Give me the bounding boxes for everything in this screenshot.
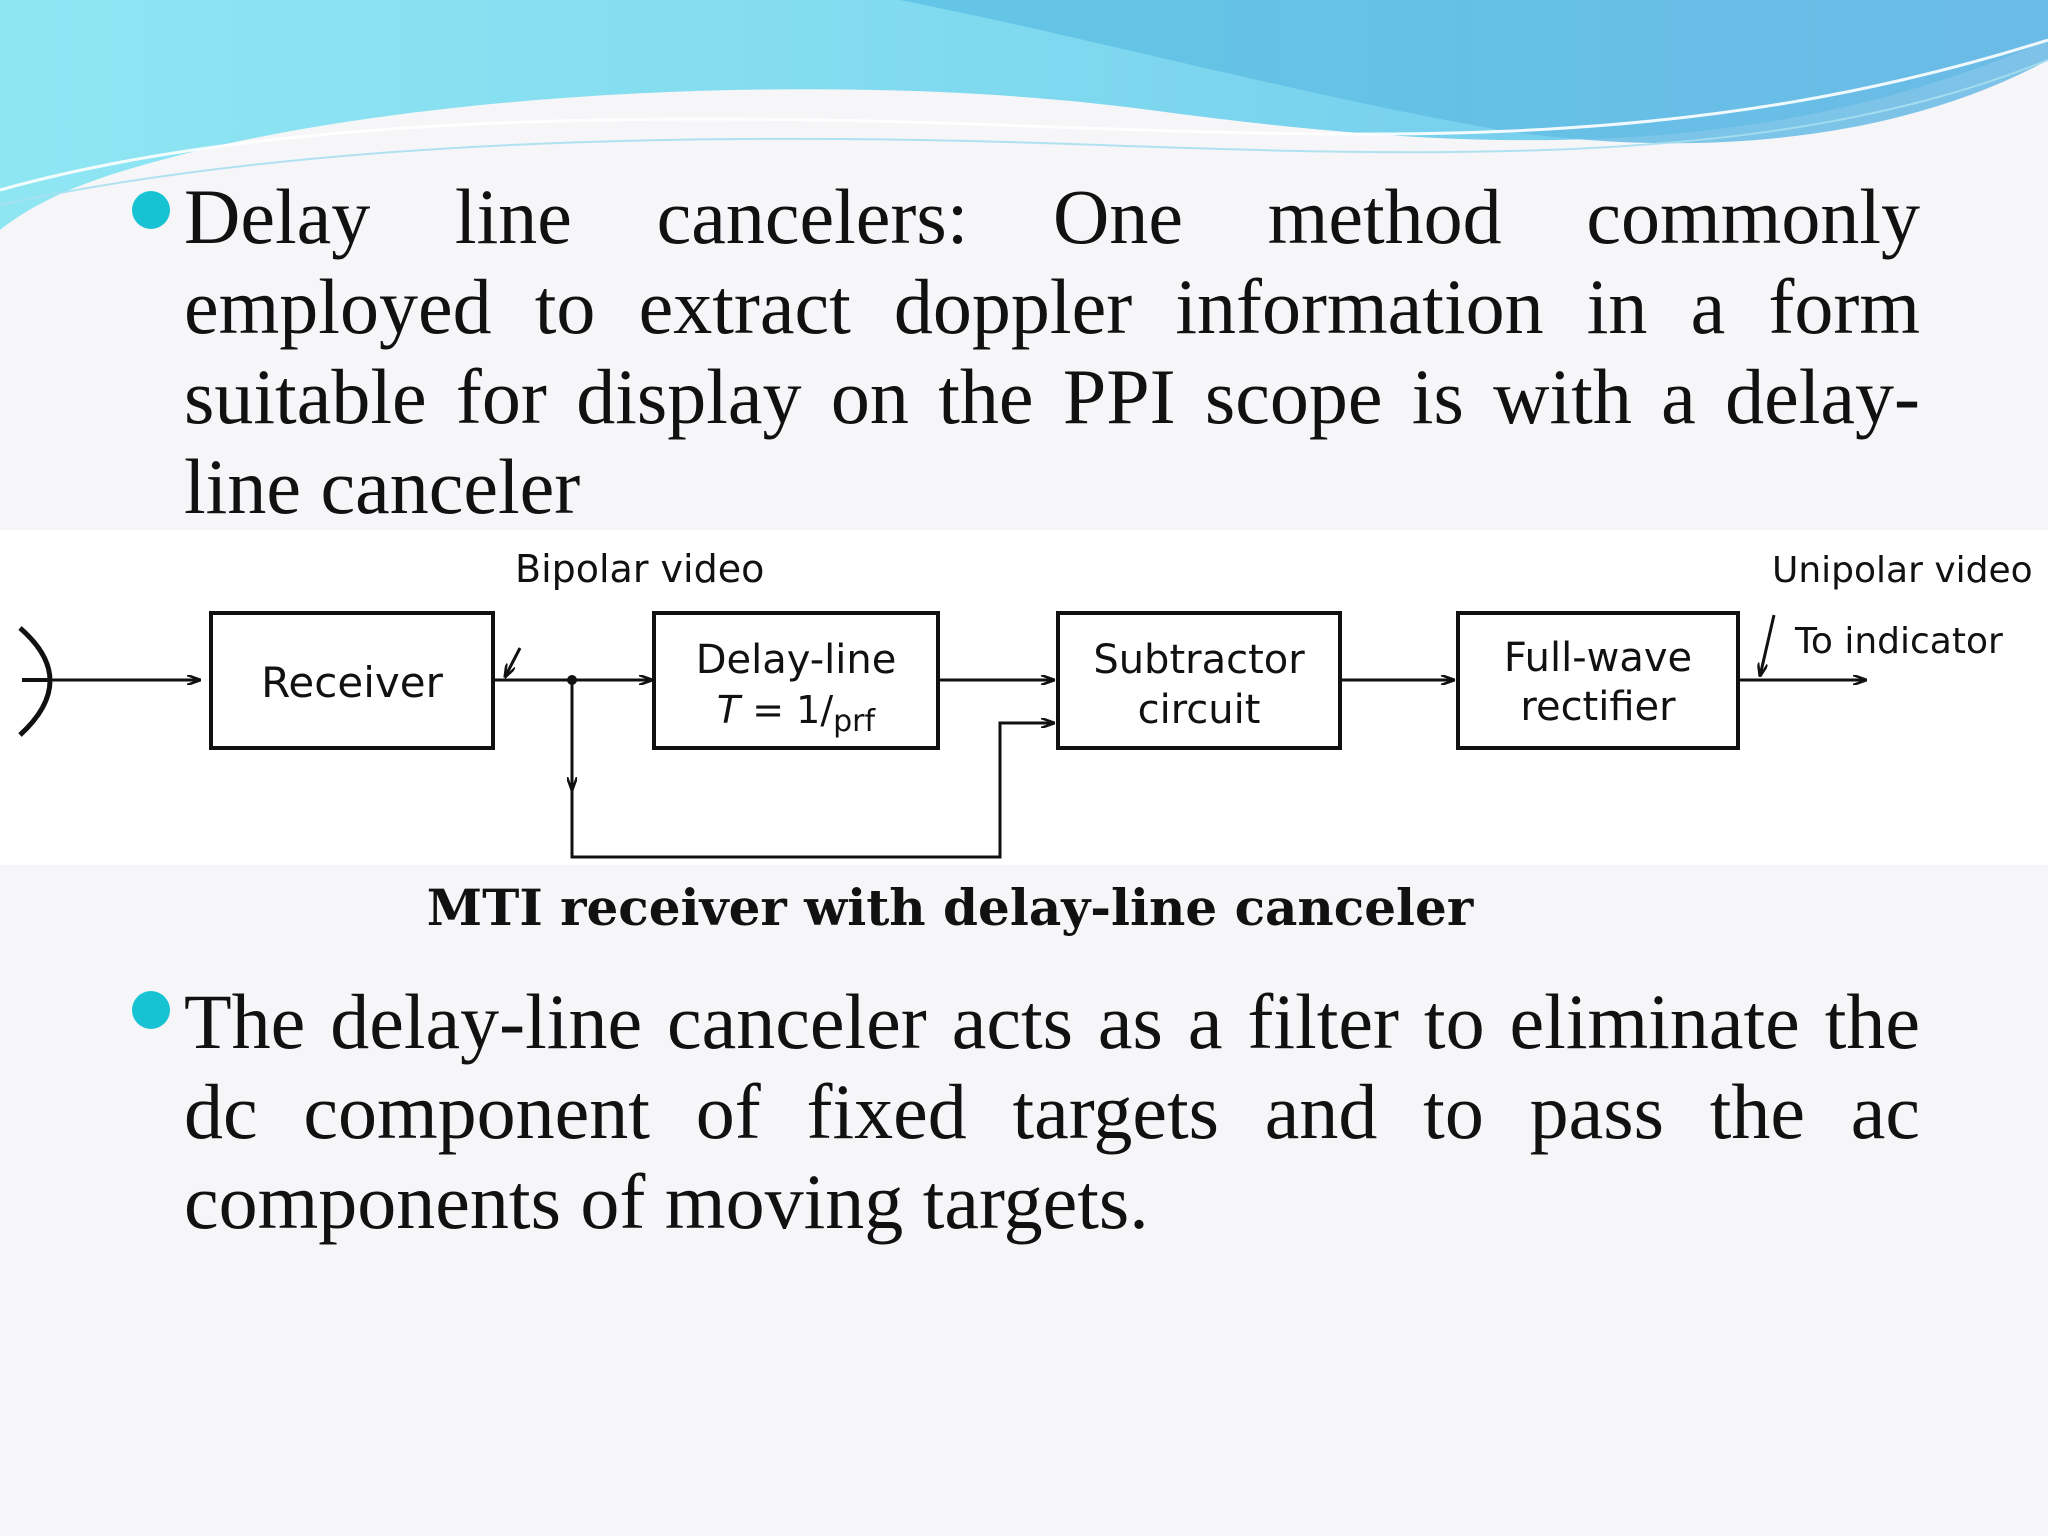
subtractor-label-2: circuit [1138,687,1261,733]
rectifier-block: Full-wave rectifier [1456,611,1740,750]
bullet-dot-2 [132,991,170,1029]
receiver-label: Receiver [261,658,443,707]
formula-equals: = [740,688,796,732]
bullet-text-2: The delay-line canceler acts as a filter… [184,978,1920,1245]
bullet-dot-1 [132,191,170,229]
formula-prf: prf [833,704,876,739]
bullet-text-1: Delay line cancelers: One method commonl… [184,173,1920,530]
formula-t: T [717,688,743,732]
receiver-block: Receiver [209,611,495,750]
delay-line-block: Delay-line T = 1/prf [652,611,940,750]
delay-line-formula: T = 1/prf [717,688,877,739]
subtractor-block: Subtractor circuit [1056,611,1342,750]
delay-line-label: Delay-line [696,637,897,683]
to-indicator-label: To indicator [1794,621,2003,662]
formula-frac: 1/ [796,688,833,732]
rectifier-label-1: Full-wave [1504,635,1692,681]
diagram-caption: MTI receiver with delay-line canceler [426,878,1474,937]
mti-block-diagram: Receiver Bipolar video Delay-line T = 1/… [18,547,2033,859]
unipolar-video-label: Unipolar video [1772,550,2033,591]
header-wave-decoration [0,0,2048,230]
subtractor-label-1: Subtractor [1093,637,1305,683]
rectifier-label-2: rectifier [1520,684,1676,730]
bipolar-video-label: Bipolar video [515,547,764,591]
